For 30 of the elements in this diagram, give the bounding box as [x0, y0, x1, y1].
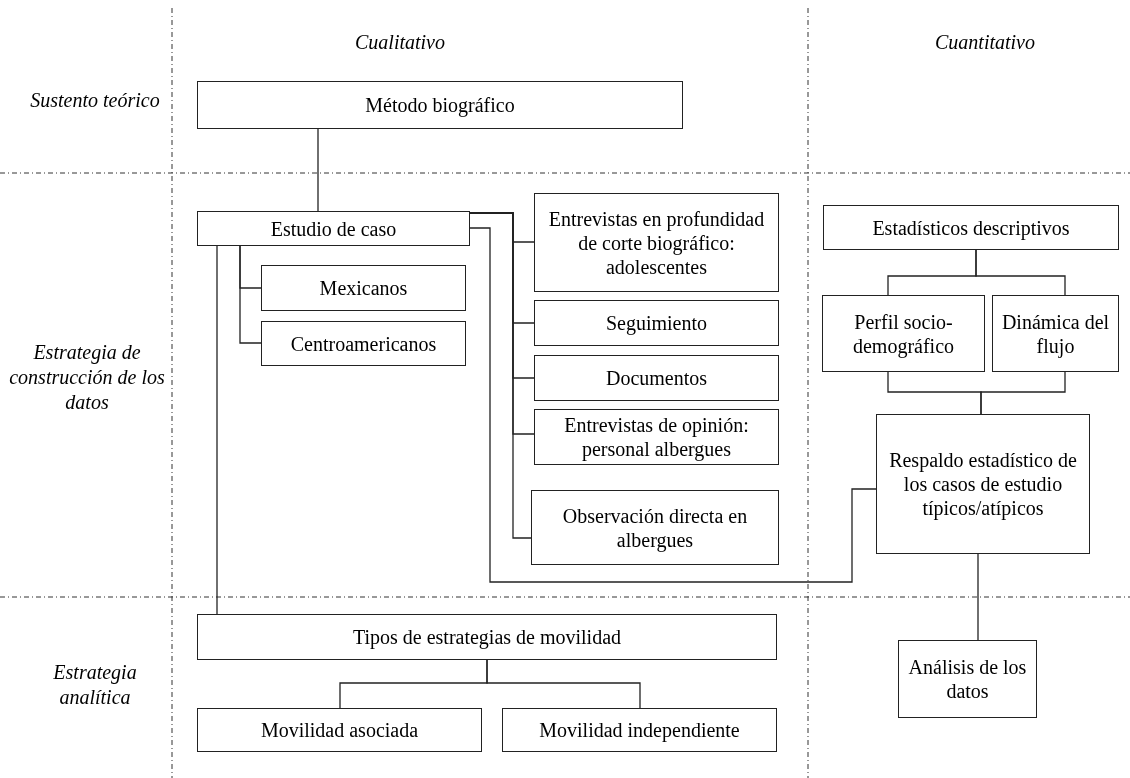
row-heading: Sustento teórico — [30, 88, 160, 113]
text-box: Movilidad asociada — [197, 708, 482, 752]
connector-line — [216, 245, 218, 615]
text-box: Movilidad independiente — [502, 708, 777, 752]
connector-line — [469, 227, 877, 583]
text-box: Respaldo estadístico de los casos de estudio típicos/atípicos — [876, 414, 1090, 554]
connector-line — [486, 659, 641, 709]
row-heading: Estrategia de construcción de los datos — [8, 340, 166, 415]
text-box: Perfil socio-demográfico — [822, 295, 985, 372]
connector-line — [980, 371, 1066, 415]
row-heading: Estrategia analítica — [52, 660, 138, 710]
connector-line — [977, 553, 979, 641]
text-box: Análisis de los datos — [898, 640, 1037, 718]
connector-line — [317, 128, 319, 212]
connector-line — [975, 249, 1066, 296]
text-box: Tipos de estrategias de movilidad — [197, 614, 777, 660]
text-box: Entrevistas de opinión: personal albergues — [534, 409, 779, 465]
text-box: Mexicanos — [261, 265, 466, 311]
text-box: Observación directa en albergues — [531, 490, 779, 565]
text-box: Dinámica del flujo — [992, 295, 1119, 372]
text-box: Entrevistas en profundidad de corte biográfico: adolescentes — [534, 193, 779, 292]
connector-line — [239, 245, 262, 344]
text-box: Método biográfico — [197, 81, 683, 129]
column-heading: Cualitativo — [354, 30, 446, 55]
text-box: Centroamericanos — [261, 321, 466, 366]
text-box: Estudio de caso — [197, 211, 470, 246]
column-heading: Cuantitativo — [934, 30, 1036, 55]
text-box: Estadísticos descriptivos — [823, 205, 1119, 250]
text-box: Seguimiento — [534, 300, 779, 346]
text-box: Documentos — [534, 355, 779, 401]
